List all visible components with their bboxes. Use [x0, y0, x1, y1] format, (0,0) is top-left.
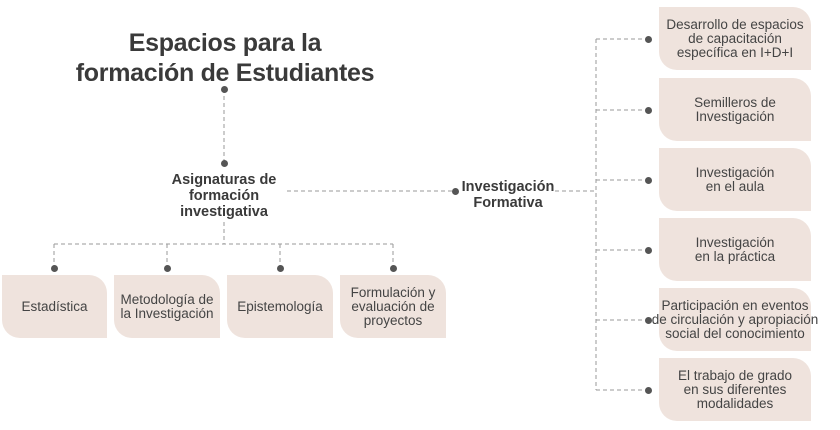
right-box-trabajo-grado: El trabajo de grado en sus diferentes mo…	[659, 358, 811, 421]
right-box-participacion: Participación en eventos de circulación …	[652, 288, 818, 351]
box-text: evaluación de	[351, 298, 435, 314]
box-text: la Investigación	[120, 305, 214, 321]
box-text: El trabajo de grado	[677, 367, 793, 383]
connector-dot	[644, 176, 652, 184]
investigacion-formativa-node: Investigación Formativa	[458, 179, 558, 211]
connector-dot	[276, 264, 284, 272]
diagram-title: Espacios para la formación de Estudiante…	[60, 28, 390, 88]
box-text: Investigación	[695, 234, 775, 250]
box-text: proyectos	[363, 312, 423, 328]
box-text: Investigación	[695, 108, 775, 124]
title-line: formación de Estudiantes	[75, 59, 375, 87]
connector-dot	[389, 264, 397, 272]
box-text: Metodología de	[120, 291, 214, 307]
connector-dot	[220, 159, 228, 167]
bottom-box-epistemologia: Epistemología	[227, 275, 333, 338]
bottom-box-formulacion: Formulación y evaluación de proyectos	[340, 275, 446, 338]
box-text: específica en I+D+I	[676, 44, 794, 60]
asignaturas-line: investigativa	[180, 204, 268, 220]
title-line: Espacios para la	[128, 29, 322, 57]
connector-dot	[644, 316, 652, 324]
investigacion-formativa-line: Investigación	[461, 179, 555, 195]
bottom-box-estadistica: Estadística	[2, 275, 107, 338]
box-text: modalidades	[696, 395, 774, 411]
box-text: en la práctica	[694, 248, 776, 264]
right-box-aula: Investigación en el aula	[659, 148, 811, 211]
connector-dot	[163, 264, 171, 272]
connector-dot	[451, 187, 459, 195]
connector-dot	[644, 35, 652, 43]
asignaturas-line: formación	[188, 188, 260, 204]
box-text: en sus diferentes	[683, 381, 787, 397]
right-box-semilleros: Semilleros de Investigación	[659, 78, 811, 141]
box-text: Semilleros de	[694, 94, 776, 110]
connector-dot	[220, 85, 228, 93]
box-text: social del conocimiento	[665, 325, 805, 341]
box-text: Epistemología	[237, 298, 323, 314]
connector-dot	[50, 264, 58, 272]
right-box-desarrollo: Desarrollo de espacios de capacitación e…	[659, 7, 811, 70]
connector-dot	[644, 386, 652, 394]
box-text: Investigación	[695, 164, 775, 180]
box-text: Participación en eventos	[661, 297, 809, 313]
box-text: de circulación y apropiación	[651, 311, 819, 327]
box-text: Formulación y	[350, 284, 436, 300]
connector-dot	[644, 106, 652, 114]
asignaturas-line: Asignaturas de	[171, 172, 277, 188]
bottom-box-metodologia: Metodología de la Investigación	[114, 275, 220, 338]
box-text: Estadística	[21, 298, 88, 314]
right-box-practica: Investigación en la práctica	[659, 218, 811, 281]
box-text: de capacitación	[688, 30, 782, 46]
box-text: Desarrollo de espacios	[666, 16, 804, 32]
asignaturas-node: Asignaturas de formación investigativa	[154, 172, 294, 220]
connector-dot	[644, 246, 652, 254]
investigacion-formativa-line: Formativa	[473, 195, 543, 211]
box-text: en el aula	[705, 178, 765, 194]
